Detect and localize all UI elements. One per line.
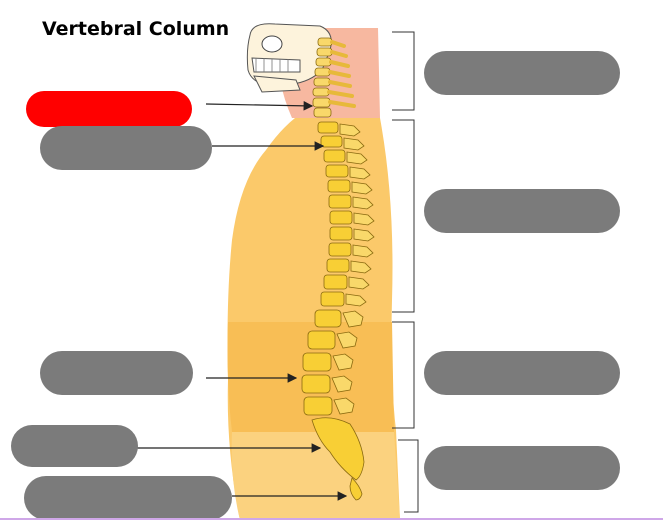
label-thoracic-left[interactable] [40,126,212,170]
skull [246,23,332,93]
label-region-1-right[interactable] [424,51,620,95]
coccyx-bone [349,477,363,501]
sacrum-bone [311,417,365,481]
label-lumbar-left[interactable] [40,351,193,395]
label-sacrum-left[interactable] [11,425,138,467]
label-region-3-right[interactable] [424,351,620,395]
vertebral-column [301,37,375,501]
sacral-band [231,432,400,520]
label-region-4-right[interactable] [424,446,620,490]
region-brackets [392,31,419,513]
label-coccyx-left[interactable] [24,476,232,520]
bottom-border [0,518,663,520]
label-region-2-right[interactable] [424,189,620,233]
label-cervical-left[interactable] [26,91,192,127]
diagram-title: Vertebral Column [42,18,230,40]
label-arrows [136,101,348,501]
